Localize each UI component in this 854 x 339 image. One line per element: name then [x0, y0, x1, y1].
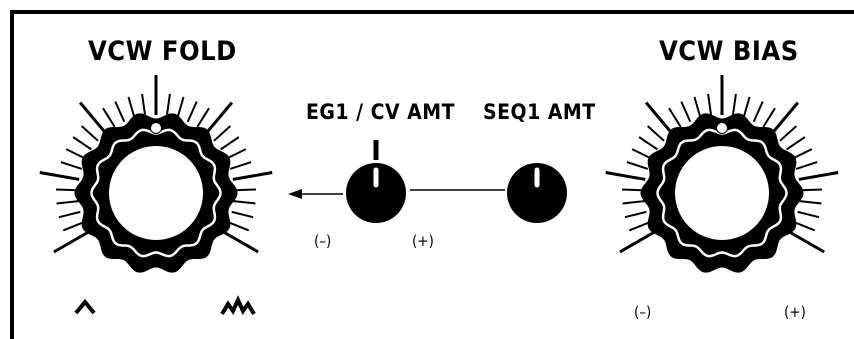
vcw-bias-tick [791, 148, 813, 160]
vcw-fold-tick [220, 136, 240, 151]
vcw-bias-tick [631, 148, 653, 160]
vcw-fold-tick [229, 161, 252, 170]
vcw-fold-tick [39, 171, 80, 181]
vcw-bias-tick [645, 101, 674, 135]
vcw-bias-tick [779, 125, 797, 142]
vcw-fold-tick [79, 101, 108, 135]
vcw-fold-tick [60, 161, 83, 170]
vcw-bias-tick [793, 221, 816, 232]
vcw-fold-tick [56, 200, 79, 205]
vcw-fold-tick [176, 96, 185, 119]
vcw-bias-tick [647, 125, 665, 142]
eg1-min-label: (–) [314, 232, 332, 250]
vcw-bias-tick [619, 230, 656, 254]
vcw-bias-tick [799, 188, 822, 192]
vcw-bias-tick [624, 210, 647, 219]
seq1-amt-label: SEQ1 AMT [483, 100, 596, 124]
vcw-bias-tick [770, 101, 799, 135]
vcw-bias-tick [731, 93, 737, 116]
vcw-bias-tick [798, 171, 839, 181]
vcw-bias-grip-ring [656, 128, 788, 258]
vcw-fold-tick [232, 171, 273, 181]
vcw-fold-tick [114, 101, 126, 123]
vcw-bias-label: VCW BIAS [659, 36, 799, 67]
vcw-fold-tick [222, 230, 259, 254]
eg1-cv-amt-label: EG1 / CV AMT [306, 100, 455, 124]
vcw-bias-tick [668, 107, 682, 128]
panel-border [10, 10, 854, 339]
vcw-fold-knob[interactable] [39, 75, 273, 273]
vcw-bias-tick [762, 107, 776, 128]
vcw-fold-tick [56, 188, 79, 192]
vcw-bias-tick [797, 210, 820, 219]
vcw-fold-tick [65, 148, 87, 160]
vcw-bias-tick [626, 161, 649, 170]
vcw-fold-tick [204, 101, 233, 135]
vcw-fold-face [109, 146, 203, 240]
vcw-bias-tick [795, 161, 818, 170]
vcw-fold-tick [196, 107, 210, 128]
vcw-fold-tick [231, 210, 254, 219]
vcw-bias-face [675, 146, 769, 240]
vcw-fold-label: VCW FOLD [88, 36, 237, 67]
eg1-max-label: (+) [412, 232, 434, 250]
vcw-fold-tick [233, 188, 256, 192]
vcw-fold-tick [127, 96, 136, 119]
vcw-bias-tick [752, 101, 764, 123]
vcw-bias-max-label: (+) [784, 303, 806, 321]
vcw-fold-grip-ring [90, 128, 222, 258]
vcw-bias-tick [799, 200, 822, 205]
multi-peak-folded-wave-icon [220, 295, 256, 316]
vcw-bias-tick [622, 188, 645, 192]
vcw-fold-tick [225, 148, 247, 160]
vcw-bias-tick [680, 101, 692, 123]
vcw-bias-tick [638, 136, 658, 151]
vcw-fold-tick [58, 210, 81, 219]
vcw-bias-tick [707, 93, 713, 116]
vcw-bias-tick [786, 136, 806, 151]
vcw-fold-tick [62, 221, 85, 232]
vcw-bias-indicator-dot [716, 122, 728, 134]
vcw-bias-tick [622, 200, 645, 205]
seq1-amt-knob[interactable] [507, 163, 567, 223]
vcw-bias-tick [605, 171, 646, 181]
left-arrow-icon [288, 189, 343, 199]
vcw-fold-tick [227, 221, 250, 232]
vcw-bias-min-label: (–) [634, 303, 652, 321]
vcw-fold-tick [53, 230, 90, 254]
vcw-fold-tick [186, 101, 198, 123]
vcw-bias-tick [628, 221, 651, 232]
vcw-fold-tick [72, 136, 92, 151]
vcw-bias-tick [742, 96, 751, 119]
vcw-fold-tick [233, 200, 256, 205]
vcw-fold-tick [141, 93, 147, 116]
vcw-bias-tick [693, 96, 702, 119]
vcw-fold-tick [213, 125, 231, 142]
vcw-bias-tick [788, 230, 825, 254]
vcw-fold-tick [165, 93, 171, 116]
single-peak-wave-icon [74, 298, 96, 315]
eg1-cv-amt-knob[interactable] [346, 140, 406, 223]
vcw-fold-indicator-dot [150, 122, 162, 134]
vcw-bias-knob[interactable] [605, 75, 839, 273]
vcw-fold-tick [81, 125, 99, 142]
vcw-fold-tick [102, 107, 116, 128]
